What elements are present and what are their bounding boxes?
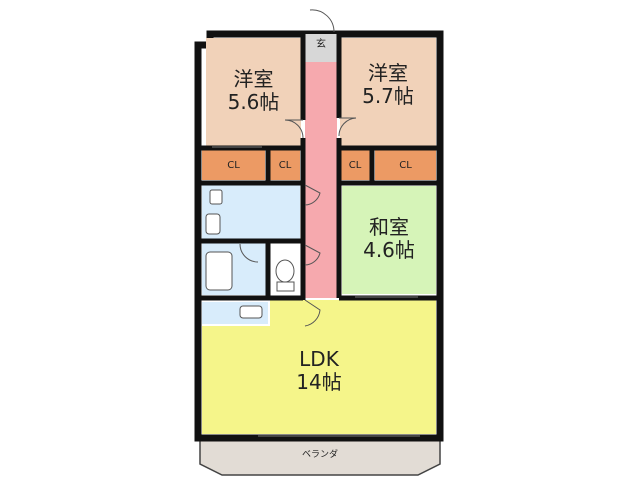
japanese-room [342, 186, 436, 294]
closet-2 [270, 150, 300, 180]
closet-4 [375, 150, 436, 180]
bathtub-icon [205, 251, 233, 291]
entrance-area [305, 34, 337, 62]
interior-walls [198, 34, 440, 301]
closet-3 [340, 150, 370, 180]
japanese-room-label: 和室 4.6帖 [342, 216, 436, 262]
japanese-room-size: 4.6帖 [363, 238, 415, 262]
ldk-name: LDK [299, 347, 339, 371]
closet-2-label: CL [278, 160, 292, 171]
closet-1-label: CL [227, 160, 240, 171]
ldk-room [202, 300, 436, 434]
western-room-2-name: 洋室 [368, 61, 408, 85]
ldk-size: 14帖 [296, 370, 342, 394]
western-room-2-label: 洋室 5.7帖 [340, 62, 436, 108]
toilet-icon [275, 259, 295, 292]
closet-1 [202, 150, 265, 180]
entrance-label: 玄 [316, 39, 326, 50]
kitchen-sink-icon [239, 305, 263, 319]
closet-4-label: CL [399, 160, 412, 171]
western-room-1 [206, 38, 301, 146]
corridor [305, 62, 337, 298]
balcony-label: ベランダ [301, 450, 338, 460]
closet-3-label: CL [348, 160, 362, 171]
western-room-2 [340, 38, 436, 146]
japanese-room-name: 和室 [369, 215, 409, 239]
western-room-1-size: 5.6帖 [227, 90, 280, 114]
washbasin-icon [205, 189, 223, 235]
doors [239, 9, 357, 327]
western-room-1-label: 洋室 5.6帖 [206, 68, 301, 114]
western-room-1-name: 洋室 [233, 67, 274, 91]
sliding-doors [212, 146, 420, 437]
ldk-label: LDK 14帖 [202, 348, 436, 394]
western-room-2-size: 5.7帖 [362, 84, 414, 108]
